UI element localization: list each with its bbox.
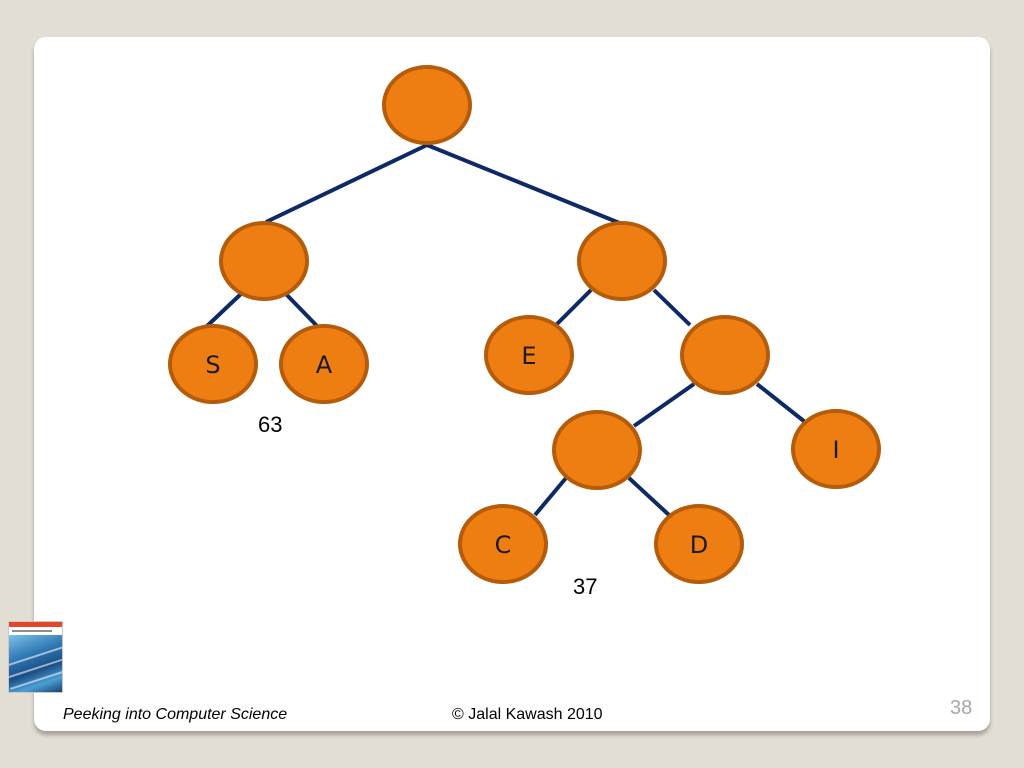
tree-node-d: D: [654, 504, 744, 584]
edge-root-right: [426, 143, 623, 226]
tree-node-a: A: [279, 324, 369, 404]
tree-node-s: S: [168, 324, 258, 404]
edge-left-a: [282, 290, 320, 329]
edge-right-child: [652, 288, 692, 327]
edge-inner-c: [533, 476, 568, 517]
node-label: E: [521, 342, 536, 370]
node-label: S: [205, 351, 220, 379]
edge-inner-d: [627, 476, 671, 517]
tree-node-c: C: [458, 504, 548, 584]
edge-child-i: [755, 382, 807, 424]
tree-node-left: [219, 221, 309, 301]
edge-root-left: [265, 143, 428, 224]
edge-left-s: [204, 290, 245, 329]
edge-child-inner: [632, 382, 696, 428]
weight-label-63: 63: [258, 412, 283, 437]
footer-book-title: Peeking into Computer Science: [63, 706, 288, 723]
node-label: C: [495, 531, 512, 559]
tree-node-i: I: [791, 409, 881, 489]
tree-node-inner: [552, 410, 642, 490]
tree-node-root: [382, 65, 472, 145]
node-label: A: [316, 351, 333, 379]
tree-node-e: E: [484, 315, 574, 395]
node-label: I: [832, 436, 839, 464]
edge-right-e: [554, 288, 593, 327]
weight-label-37: 37: [573, 574, 598, 599]
edge-layer: [204, 143, 807, 517]
tree-node-right-child: [680, 315, 770, 395]
book-cover-icon: [8, 621, 63, 693]
footer-copyright: © Jalal Kawash 2010: [452, 706, 603, 723]
tree-node-right: [577, 221, 667, 301]
slide-number: 38: [950, 697, 973, 719]
node-label: D: [690, 531, 708, 559]
